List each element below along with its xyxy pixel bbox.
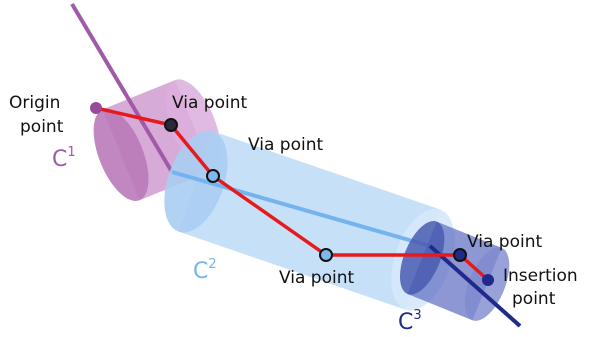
cylinder-c3-superscript: 3 xyxy=(413,308,421,323)
cylinder-c1-cap-left xyxy=(93,108,149,201)
segment-2-axis xyxy=(171,170,431,248)
via-point-2-label: Via point xyxy=(248,135,323,155)
cylinder-c2-body xyxy=(178,131,441,310)
cylinder-c2-superscript: 2 xyxy=(208,257,216,272)
via-point-3-label: Via point xyxy=(279,268,354,288)
segment-3-axis xyxy=(428,244,522,328)
cylinder-c2-cap-left xyxy=(164,130,228,233)
origin-label-line1: Origin xyxy=(9,93,60,113)
via-point-4-label: Via point xyxy=(467,232,542,252)
cylinder-c3-letter: C xyxy=(398,310,413,335)
cylinder-c1-letter: C xyxy=(52,147,67,172)
origin-point-marker xyxy=(90,102,102,114)
cylinder-c1-superscript: 1 xyxy=(67,145,75,160)
insertion-point-marker xyxy=(482,274,494,286)
cylinder-c2-letter: C xyxy=(193,259,208,284)
insertion-label-line1: Insertion xyxy=(503,266,578,286)
via-point-2-marker xyxy=(206,169,220,183)
via-point-1-marker xyxy=(164,118,178,132)
via-point-3-marker xyxy=(319,248,333,262)
insertion-label-line2: point xyxy=(512,289,556,309)
via-point-4-marker xyxy=(453,248,467,262)
cylinder-c3-label: C3 xyxy=(398,308,422,335)
via-point-1-label: Via point xyxy=(172,93,247,113)
segment-1-axis xyxy=(70,2,174,174)
origin-label-line2: point xyxy=(20,117,64,137)
cylinder-c2-label: C2 xyxy=(193,257,217,284)
cylinder-c3-cap-left xyxy=(399,221,445,295)
cylinder-c1-label: C1 xyxy=(52,145,76,172)
